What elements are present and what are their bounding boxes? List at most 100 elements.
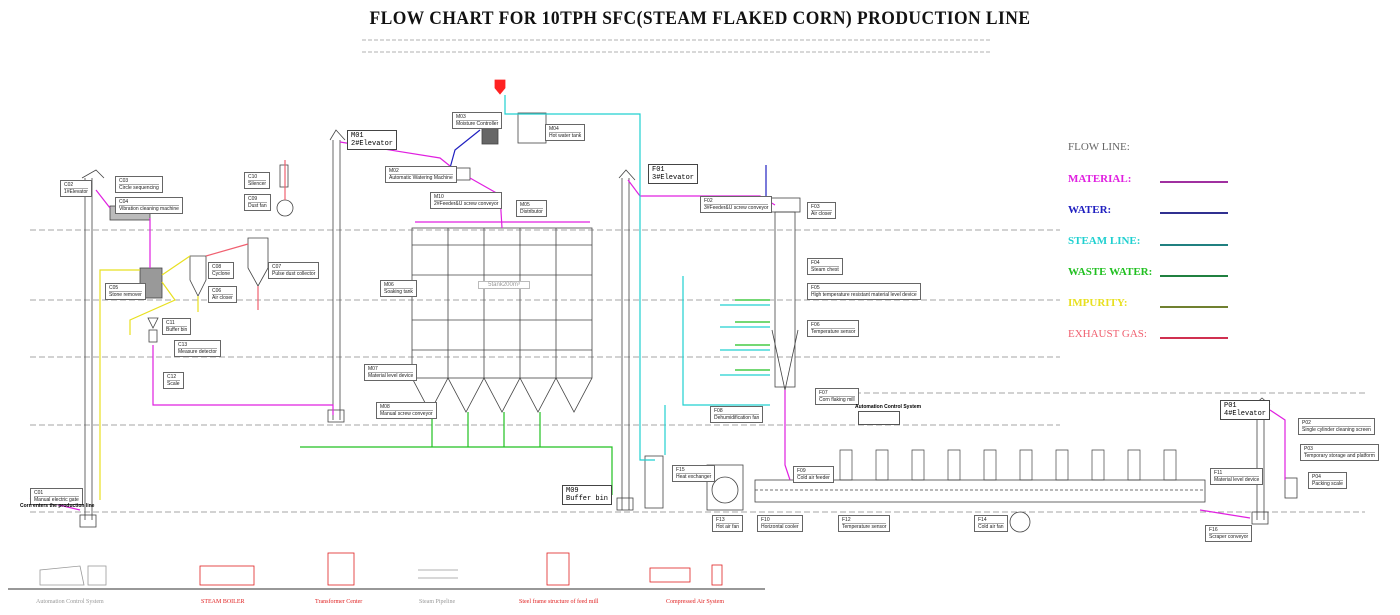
- tag-label: High temperature resistant material leve…: [811, 292, 917, 298]
- tag-label: Temperature sensor: [811, 329, 856, 335]
- legend-label-waste-water: WASTE WATER:: [1068, 266, 1153, 278]
- tag-label: Measure detector: [178, 349, 217, 355]
- tag-label: Scraper conveyor: [1209, 534, 1249, 540]
- steam-chest-tower: [769, 197, 801, 391]
- tag-code: C03: [119, 178, 159, 185]
- tag-code: F08: [714, 408, 760, 415]
- tag-code: F02: [704, 198, 769, 205]
- tag-code: P03: [1304, 446, 1375, 453]
- tag-label: 2#Feeder&U screw conveyor: [434, 201, 499, 207]
- tag-code: F03: [811, 204, 832, 211]
- legend-line-steam: [1160, 244, 1228, 246]
- tag-code: M07: [368, 366, 414, 373]
- tag-code: M04: [549, 126, 582, 133]
- tag-code: F04: [811, 260, 839, 267]
- steam-lines: [504, 95, 770, 461]
- tag-code: M05: [520, 202, 543, 209]
- buffer-bin-label: Buffer bin: [566, 495, 609, 503]
- tag-code: F07: [819, 390, 855, 397]
- tag-label: Distributor: [520, 209, 543, 215]
- chart-title: FLOW CHART FOR 10TPH SFC(STEAM FLAKED CO…: [369, 8, 1031, 29]
- tag-label: Moisture Controller: [456, 121, 499, 127]
- tag-code: C04: [119, 199, 179, 206]
- buffer-bin-tag: M09 Buffer bin: [562, 485, 613, 505]
- footer-compressed-air: Compressed Air System: [666, 599, 724, 605]
- elevator-1-drawing: [79, 169, 105, 528]
- water-lines: [449, 129, 767, 200]
- elevator-3-drawing: [616, 169, 636, 511]
- tag-label: Material level device: [368, 373, 414, 379]
- elevator-2-drawing: [327, 129, 346, 423]
- automation-control-cabinet: [858, 411, 900, 425]
- waste-water-lines: [300, 299, 770, 495]
- tag-label: Vibration cleaning machine: [119, 206, 179, 212]
- legend-line-material: [1160, 181, 1228, 183]
- elevator-4-tag: P01 4#Elevator: [1220, 400, 1271, 420]
- tag-label: Air closer: [212, 295, 233, 301]
- tag-code: P02: [1302, 420, 1371, 427]
- tag-label: Dust fan: [248, 203, 267, 209]
- tag-code: C10: [248, 174, 267, 181]
- tag-label: Temperature sensor: [842, 524, 887, 530]
- elevator-2-code: M01: [351, 132, 364, 140]
- tag-code: C02: [64, 182, 88, 189]
- tag-code: F13: [716, 517, 740, 524]
- tag-code: M06: [384, 282, 413, 289]
- footer-automation-control: Automation Control System: [36, 599, 104, 605]
- water-system: [441, 79, 547, 181]
- tag-label: Circle sequencing: [119, 185, 159, 191]
- floor-lines: [30, 229, 1365, 513]
- tag-label: Cyclone: [212, 271, 231, 277]
- tag-label: Scale: [167, 381, 180, 387]
- footer-transformer: Transformer Center: [315, 599, 363, 605]
- tag-code: F15: [676, 467, 712, 474]
- silo-capacity-label: 5tank200m³: [478, 281, 530, 289]
- tag-code: F10: [761, 517, 799, 524]
- impurity-lines: [99, 255, 199, 500]
- exhaust-lines: [205, 160, 286, 310]
- tag-code: M02: [389, 168, 453, 175]
- tag-label: Silencer: [248, 181, 267, 187]
- tag-label: Pulse dust collector: [272, 271, 316, 277]
- tag-label: Hot water tank: [549, 133, 582, 139]
- corn-entry-note: Corn enters the production line: [20, 503, 95, 509]
- buffer-bin-code: M09: [566, 487, 579, 495]
- tag-code: F05: [811, 285, 917, 292]
- tag-label: 1#Elevator: [64, 189, 88, 195]
- tag-label: Cold air fan: [978, 524, 1004, 530]
- tag-code: C06: [212, 288, 233, 295]
- legend-heading: FLOW LINE:: [1068, 141, 1130, 153]
- tag-code: P04: [1312, 474, 1343, 481]
- tag-label: Packing scale: [1312, 481, 1343, 487]
- footer-steam-boiler: STEAM BOILER: [201, 599, 245, 605]
- legend-line-exhaust: [1160, 337, 1228, 339]
- tag-label: Single cylinder cleaning screen: [1302, 427, 1371, 433]
